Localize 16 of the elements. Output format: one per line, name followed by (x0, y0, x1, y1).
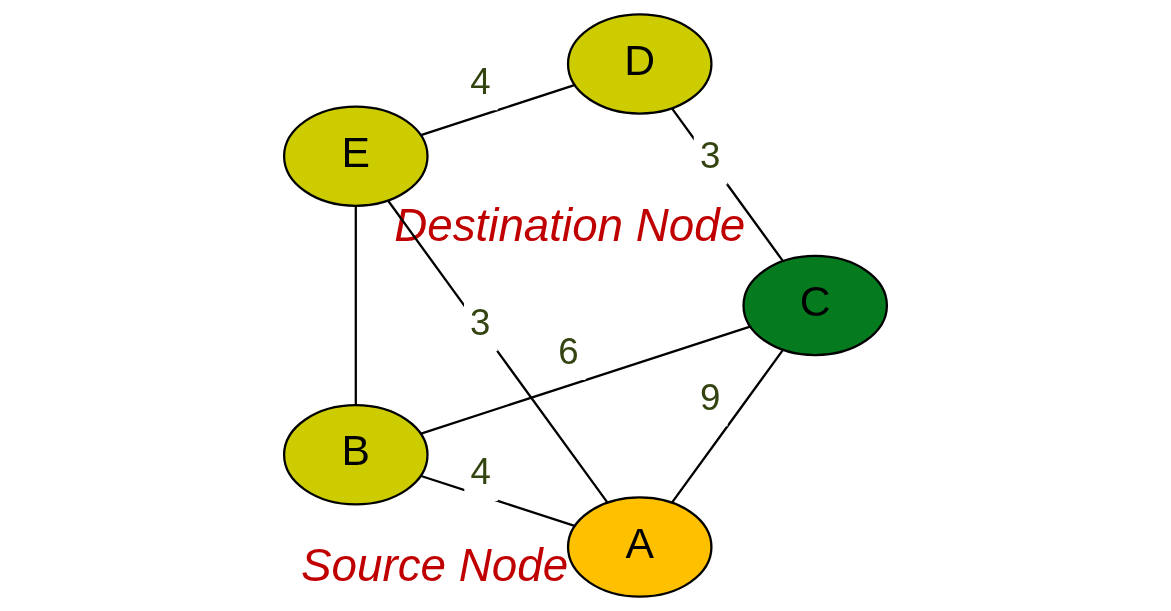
node-ellipse: A (566, 496, 713, 598)
node-ellipse: C (742, 254, 889, 357)
node-ellipse: E (282, 105, 429, 207)
edge-label: 9 (700, 376, 721, 418)
node-ellipse: B (282, 404, 429, 506)
node-ellipse: D (566, 13, 713, 115)
node-label: Source Node (301, 540, 569, 592)
edge-label: 6 (558, 330, 579, 372)
edge-label: 3 (699, 135, 721, 177)
edge-label: 4 (470, 451, 491, 493)
connector (671, 107, 784, 262)
connector (354, 205, 357, 405)
connector (420, 84, 575, 137)
connector (671, 349, 784, 503)
edge-label: 3 (470, 301, 491, 343)
edge-label: 4 (470, 60, 491, 102)
